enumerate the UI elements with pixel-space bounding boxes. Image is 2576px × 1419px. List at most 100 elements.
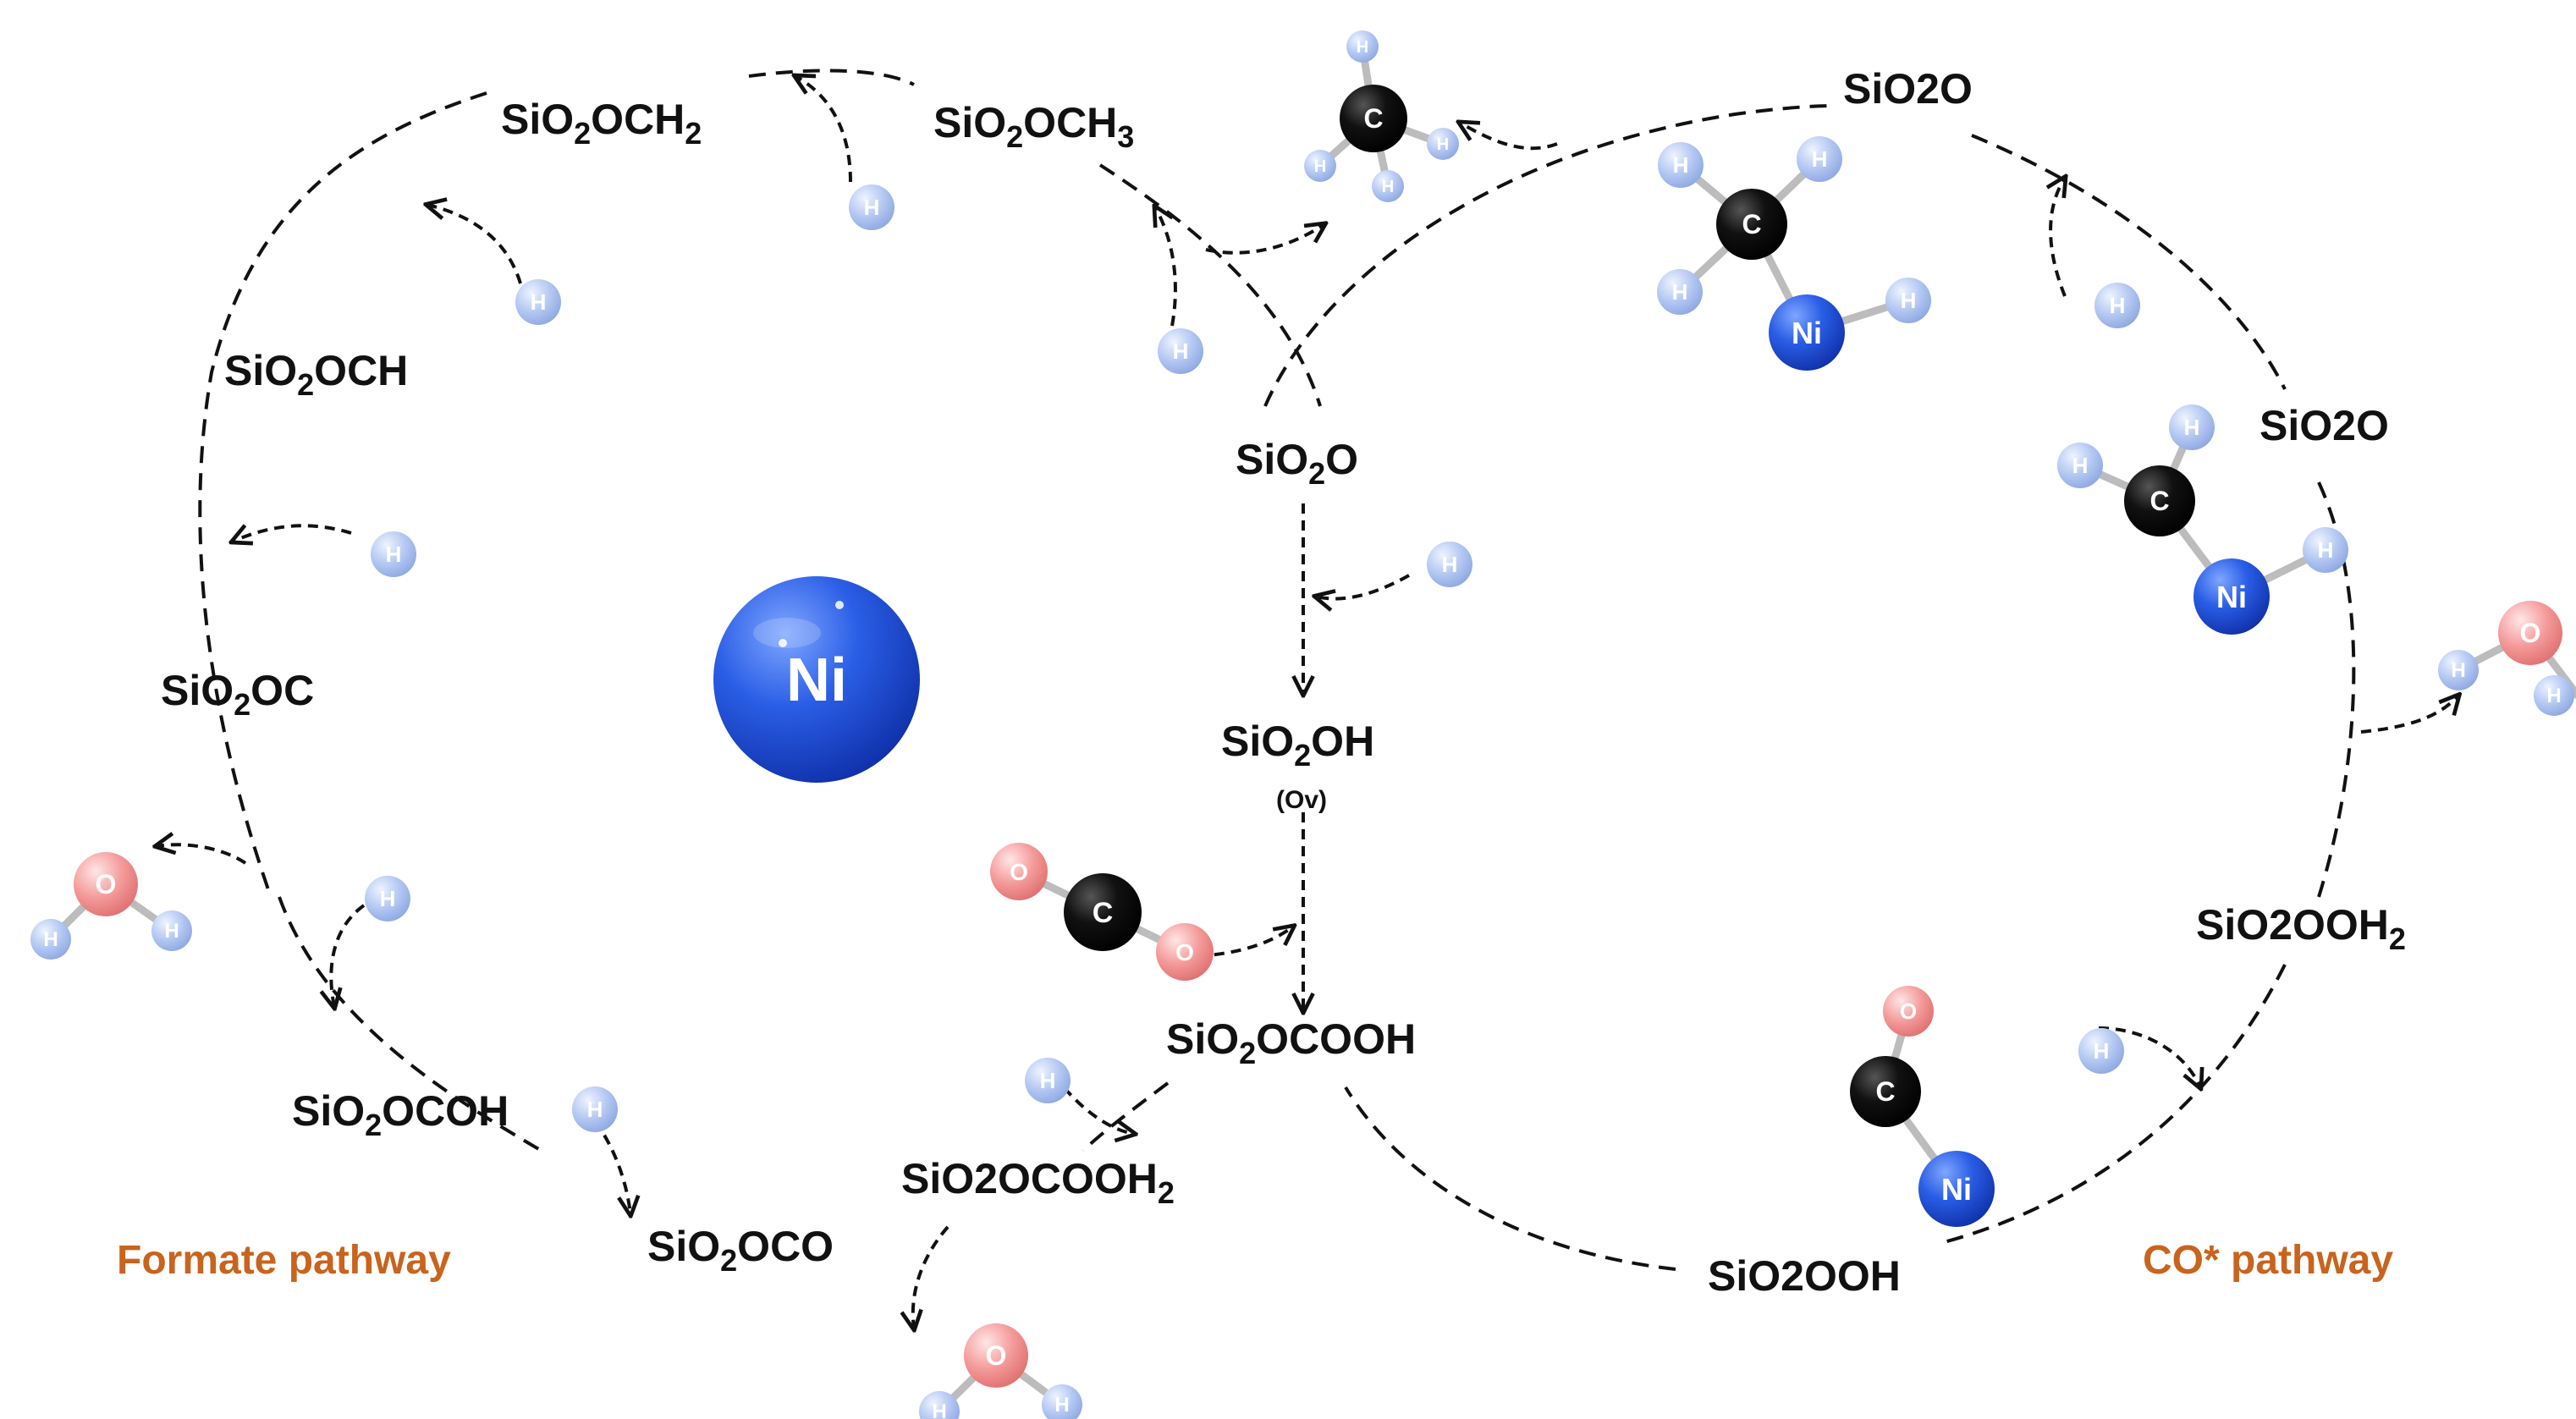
svg-text:H: H	[932, 1400, 946, 1419]
species-sio2och: SiO2OCH	[224, 347, 408, 402]
species-sio2ocoh: SiO2OCOH	[292, 1087, 509, 1142]
svg-text:H: H	[531, 289, 547, 315]
oxygen-atom: O	[990, 843, 1048, 900]
species-sio2o-center: SiO2O	[1236, 436, 1358, 491]
hydrogen-atom: H	[2438, 650, 2479, 690]
oxygen-atom: O	[2498, 601, 2562, 665]
svg-text:H: H	[43, 928, 58, 951]
svg-text:H: H	[380, 886, 396, 911]
oxygen-atom: O	[1883, 986, 1934, 1037]
svg-text:H: H	[1672, 279, 1688, 305]
svg-text:H: H	[2094, 1038, 2110, 1064]
hydrogen-atom: H	[2303, 527, 2348, 573]
hydrogen-atom: H	[371, 531, 416, 577]
svg-text:H: H	[1437, 135, 1449, 154]
svg-text:O: O	[96, 869, 117, 899]
hydrogen-atom: H	[1304, 150, 1336, 182]
hydrogen-atom: H	[2169, 404, 2215, 450]
svg-text:C: C	[1093, 897, 1114, 929]
carbonyl-nickel-complex: O C Ni	[1850, 986, 1995, 1227]
water-molecule: H H O	[919, 1323, 1082, 1419]
svg-text:H: H	[1357, 38, 1368, 57]
formate-pathway-label: Formate pathway	[117, 1238, 451, 1283]
svg-text:H: H	[1173, 338, 1189, 364]
species-sio2ooh: SiO2OOH	[1708, 1252, 1901, 1300]
svg-text:Ni: Ni	[2216, 580, 2247, 614]
side-arrows	[157, 76, 2458, 1328]
svg-text:C: C	[1363, 103, 1383, 134]
carbon-atom: C	[2124, 465, 2195, 536]
hydrogen-atom: H	[1372, 170, 1404, 202]
species-sio2och3: SiO2OCH3	[933, 99, 1134, 154]
co-cycle-outline	[1263, 104, 2356, 1271]
carbon-atom: C	[1850, 1056, 1921, 1127]
svg-text:H: H	[2451, 659, 2465, 682]
svg-text:H: H	[1901, 288, 1917, 313]
oxygen-vacancy-note: (Ov)	[1276, 786, 1327, 814]
carbon-dioxide-molecule: O O C	[990, 843, 1214, 981]
svg-text:H: H	[386, 542, 402, 567]
hydrogen-atom: H	[1658, 142, 1704, 188]
hydrogen-atom: H	[2057, 443, 2103, 488]
species-sio2och2: SiO2OCH2	[501, 96, 702, 151]
svg-text:C: C	[1742, 209, 1761, 239]
methane-molecule: H H H H C	[1304, 30, 1459, 202]
svg-text:O: O	[1175, 939, 1194, 965]
hydrogen-atom: H	[1042, 1384, 1082, 1419]
svg-text:O: O	[2520, 618, 2541, 648]
svg-text:H: H	[2546, 685, 2561, 707]
species-sio2oco: SiO2OCO	[647, 1223, 834, 1278]
hydrogen-atom: H	[572, 1086, 618, 1132]
hydrogen-atom: H	[1025, 1058, 1071, 1103]
carbon-atom: C	[1064, 873, 1142, 951]
co-pathway-label: CO* pathway	[2143, 1238, 2393, 1283]
nickel-atom: Ni	[1769, 294, 1845, 371]
species-sio2oh: SiO2OH	[1221, 718, 1374, 773]
nickel-atom: Ni	[1918, 1151, 1995, 1227]
species-sio2oc: SiO2OC	[161, 667, 314, 722]
svg-text:C: C	[1875, 1076, 1895, 1107]
hydrogen-atom: H	[1657, 269, 1703, 315]
carbon-atom: C	[1716, 189, 1787, 260]
hydrogen-atom: H	[2094, 283, 2140, 328]
nickel-label: Ni	[786, 646, 847, 714]
central-pathway-arrows	[1197, 503, 1410, 1011]
nickel-atom: Ni	[2193, 558, 2270, 635]
hydrogen-atom: H	[1158, 328, 1203, 374]
hydrogen-atom: H	[849, 184, 894, 230]
water-molecule: H H O	[2438, 601, 2576, 716]
hydrogen-atom: H	[2078, 1028, 2124, 1074]
oxygen-atom: O	[1156, 923, 1214, 981]
svg-text:H: H	[2110, 293, 2126, 318]
svg-text:C: C	[2149, 486, 2169, 516]
hydrogen-atom: H	[919, 1391, 960, 1419]
svg-text:H: H	[164, 920, 179, 943]
svg-text:H: H	[1054, 1394, 1069, 1416]
hydrogen-atom: H	[30, 919, 71, 960]
svg-text:H: H	[1442, 552, 1458, 577]
svg-text:O: O	[1900, 998, 1917, 1024]
species-sio2o-top: SiO2O	[1843, 65, 1973, 113]
svg-text:H: H	[1314, 157, 1326, 176]
methyl-nickel-hydride-complex: H H H H C Ni	[1657, 136, 1931, 371]
nickel-sphere: Ni	[713, 576, 920, 783]
svg-text:H: H	[2318, 537, 2334, 563]
hydrogen-atom: H	[1427, 128, 1459, 160]
oxygen-atom: O	[74, 852, 138, 916]
svg-text:H: H	[587, 1097, 603, 1122]
svg-text:H: H	[2184, 415, 2200, 440]
methylene-nickel-hydride-complex: H H H C Ni	[2057, 404, 2348, 635]
oxygen-atom: O	[964, 1323, 1028, 1388]
svg-text:H: H	[1040, 1068, 1056, 1093]
hydrogen-atom: H	[2534, 675, 2574, 716]
svg-text:H: H	[864, 195, 880, 220]
hydrogen-atom: H	[1346, 30, 1379, 63]
hydrogen-atom: H	[1885, 278, 1931, 323]
species-sio2o-right: SiO2O	[2260, 402, 2389, 449]
svg-text:Ni: Ni	[1792, 316, 1822, 350]
svg-text:O: O	[986, 1340, 1007, 1371]
species-sio2ooh2: SiO2OOH2	[2196, 901, 2406, 956]
svg-text:Ni: Ni	[1941, 1172, 1972, 1207]
svg-text:O: O	[1010, 859, 1028, 885]
carbon-atom: C	[1340, 85, 1407, 152]
